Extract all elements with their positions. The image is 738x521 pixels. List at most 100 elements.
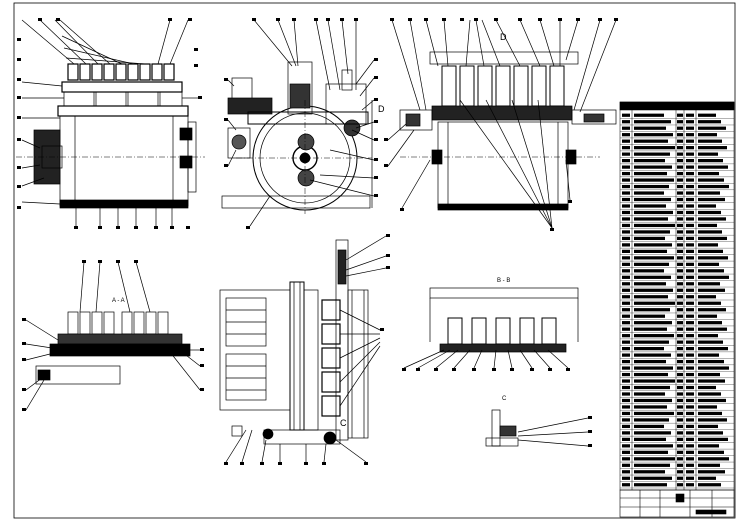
parts-row-text [698,411,722,416]
parts-row-text [698,269,724,273]
parts-row-text [634,288,673,292]
parts-row-text [634,197,671,202]
parts-row-text [677,314,683,318]
parts-row-text [622,210,630,215]
parts-row-text [686,217,694,221]
parts-row-text [698,275,729,279]
parts-row-text [698,152,718,156]
parts-row-text [622,405,630,409]
parts-row-text [686,366,694,370]
parts-row-text [634,295,668,299]
parts-row-text [677,230,683,234]
parts-row-text [686,398,694,403]
parts-row-text [622,152,630,156]
parts-row-text [622,204,630,208]
parts-row-text [677,223,683,228]
parts-row-text [622,243,630,247]
parts-row-text [622,398,630,403]
parts-row-text [686,353,694,357]
parts-row-text [698,405,717,409]
parts-row-text [686,269,694,273]
parts-row-text [686,379,694,383]
parts-row-text [677,463,683,467]
parts-row-text [677,359,683,364]
parts-row-text [677,171,683,176]
parts-row-text [686,295,694,299]
parts-row-text [686,385,694,390]
parts-row-text [677,457,683,461]
parts-row-text [686,424,694,429]
parts-row-text [677,483,683,487]
parts-row-text [622,230,630,234]
side-view-balloons [224,18,378,229]
parts-row-text [634,204,666,208]
parts-row-text [698,385,716,390]
parts-row-text [686,418,694,422]
parts-row-text [622,282,630,286]
parts-row-text [622,340,630,344]
parts-row-text [634,327,667,331]
parts-row-text [622,178,630,182]
parts-row-text [686,476,694,480]
parts-row-text [634,152,670,156]
parts-row-text [686,139,694,143]
parts-row-text [677,126,683,130]
parts-row-text [634,243,672,247]
parts-row-text [622,431,630,435]
parts-row-text [698,295,716,299]
parts-row-text [677,476,683,480]
parts-row-text [698,184,729,189]
parts-row-text [622,470,630,474]
parts-row-text [622,113,630,117]
parts-row-text [677,210,683,215]
parts-row-text [677,120,683,124]
parts-row-text [686,288,694,292]
parts-row-text [686,411,694,416]
parts-row-text [622,379,630,383]
parts-row-text [677,243,683,247]
parts-row-text [686,249,694,253]
parts-row-text [677,217,683,221]
parts-row-text [677,308,683,312]
parts-row-text [698,444,719,448]
parts-row-text [622,197,630,202]
parts-row-text [677,152,683,156]
parts-row-text [622,223,630,228]
parts-row-text [634,159,665,163]
parts-row-text [698,431,723,435]
parts-row-text [698,204,716,208]
parts-row-text [634,178,674,182]
parts-row-text [677,236,683,241]
section-bb-label: B - B [497,278,510,284]
parts-row-text [634,379,675,383]
parts-row-text [698,314,717,318]
parts-row-text [677,366,683,370]
view-c-small-label: C [502,396,507,402]
parts-row-text [677,139,683,143]
parts-row-text [634,269,664,273]
parts-row-text [677,146,683,150]
parts-row-text [686,120,694,124]
parts-row-text [677,133,683,137]
parts-row-text [622,359,630,364]
parts-row-text [634,223,675,228]
parts-row-text [686,392,694,396]
parts-row-text [686,210,694,215]
section-bb-balloons [402,368,570,371]
parts-row-text [686,236,694,241]
section-aa-label: A - A [112,298,125,304]
parts-row-text [686,126,694,130]
parts-row-text [686,450,694,454]
parts-row-text [634,347,664,351]
parts-row-text [686,146,694,150]
parts-row-text [634,146,675,150]
parts-row-text [677,424,683,429]
parts-row-text [622,171,630,176]
parts-row-text [677,269,683,273]
parts-row-text [698,230,722,234]
parts-row-text [622,334,630,338]
parts-row-text [698,113,716,117]
parts-row-text [622,366,630,370]
front-elevation-view [16,19,205,226]
parts-row-text [622,476,630,480]
